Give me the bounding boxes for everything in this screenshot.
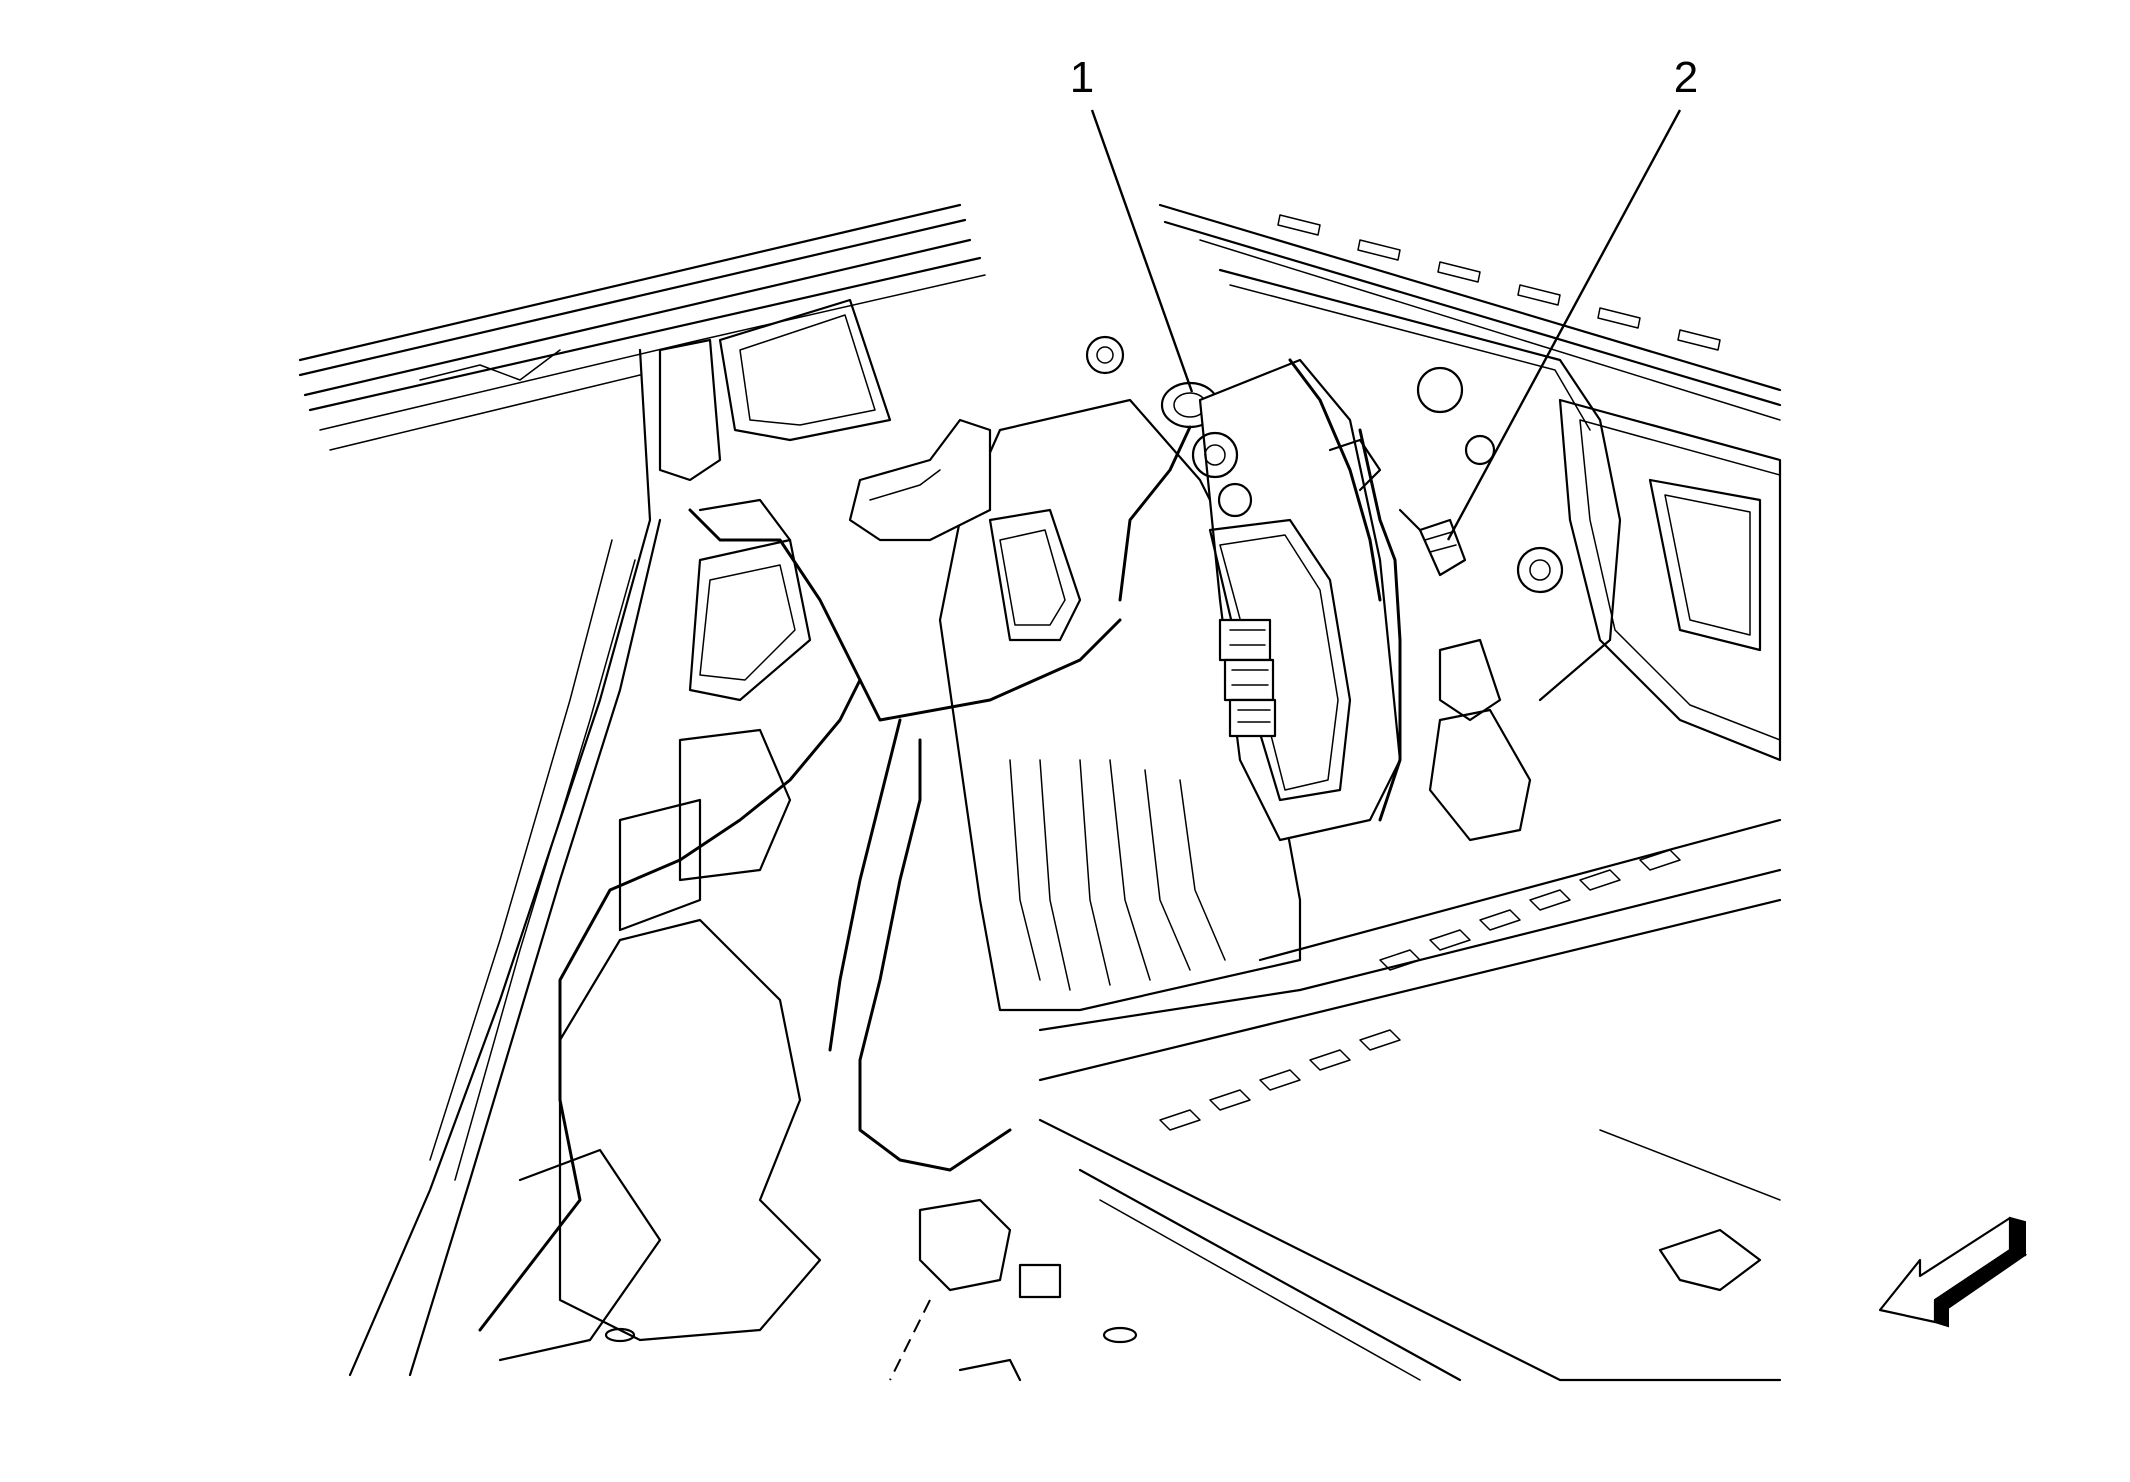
left-inner-quarter: [558, 538, 822, 1342]
rear-compartment-opening: [1558, 398, 1782, 762]
left-roof-rail: [298, 203, 986, 451]
upper-bracket: [848, 418, 992, 542]
floor-holes: [604, 1228, 1762, 1382]
wheelhouse-trim-panel: [938, 398, 1302, 1012]
right-quarter-outer: [1158, 203, 1782, 842]
view-direction-arrow-icon: [1878, 1216, 2028, 1328]
left-c-pillar: [348, 348, 662, 1377]
top-rail-slots: [1277, 214, 1721, 351]
callout-2-label: 2: [1674, 53, 1698, 102]
floor-pan: [1038, 818, 1782, 1382]
left-wiring-harness: [478, 498, 1122, 1332]
connector-cluster: [1218, 618, 1277, 738]
floor-connector-bracket: [889, 1198, 1062, 1381]
callout-1-leader: [1090, 109, 1194, 393]
callout-1-label: 1: [1070, 53, 1094, 102]
callout-2-group: 2: [1446, 53, 1698, 541]
callout-2-leader: [1446, 109, 1682, 541]
rear-package-opening: [658, 298, 892, 482]
right-vertical-harness: [1288, 358, 1402, 822]
floor-slots: [1159, 849, 1681, 1131]
callout-1-group: 1: [1070, 53, 1194, 393]
connector-2: [1398, 508, 1467, 577]
